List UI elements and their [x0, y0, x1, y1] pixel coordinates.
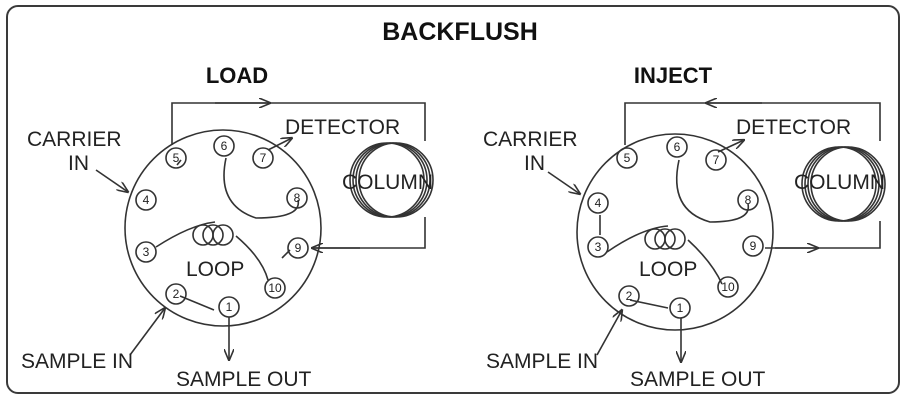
- sample-in-label: SAMPLE IN: [486, 350, 598, 373]
- port-5: 5: [616, 147, 638, 169]
- sample-in-arrow: [129, 308, 165, 356]
- column-label: COLUMN: [794, 171, 885, 194]
- svg-text:2: 2: [173, 287, 180, 301]
- valve-body: [124, 129, 322, 327]
- loop-lead-left: [606, 225, 669, 253]
- carrier-label-line2: IN: [524, 152, 545, 175]
- inject-heading: INJECT: [634, 63, 713, 88]
- valve-body: [576, 133, 774, 331]
- column-coil: [349, 142, 434, 218]
- port-2: 2: [618, 285, 640, 307]
- port-8: 8: [737, 189, 759, 211]
- carrier-label-line1: CARRIER: [27, 128, 122, 151]
- port-6: 6: [213, 135, 235, 157]
- loop-label: LOOP: [186, 258, 244, 281]
- svg-text:6: 6: [221, 139, 228, 153]
- diagram-title: BACKFLUSH: [382, 18, 538, 46]
- port-1: 1: [669, 297, 691, 319]
- port-10: 10: [264, 277, 286, 299]
- sample-loop-coil: [192, 224, 234, 246]
- sample-in-label: SAMPLE IN: [21, 350, 133, 373]
- svg-text:5: 5: [173, 151, 180, 165]
- detector-label: DETECTOR: [285, 116, 400, 139]
- port-4: 4: [135, 189, 157, 211]
- svg-text:1: 1: [677, 301, 684, 315]
- port-9: 9: [287, 237, 309, 259]
- carrier-to-column-line: [171, 102, 426, 145]
- port-4: 4: [587, 192, 609, 214]
- carrier-label-line2: IN: [68, 152, 89, 175]
- channel-6-8: [675, 159, 750, 223]
- sample-out-label: SAMPLE OUT: [630, 368, 766, 391]
- inject-panel: INJECT 1 2 3 4 5: [483, 63, 886, 391]
- port-8: 8: [286, 187, 308, 209]
- svg-text:3: 3: [143, 245, 150, 259]
- port-6: 6: [666, 136, 688, 158]
- sample-in-arrow: [596, 310, 622, 356]
- port-3: 3: [135, 241, 157, 263]
- loop-lead-left: [155, 221, 216, 248]
- svg-text:5: 5: [624, 151, 631, 165]
- detector-arrow: [267, 138, 292, 151]
- port9-to-column-line: [765, 221, 881, 249]
- svg-text:6: 6: [674, 140, 681, 154]
- carrier-in-arrow: [547, 171, 580, 194]
- port-5: 5: [165, 147, 187, 169]
- port-10: 10: [717, 276, 739, 298]
- carrier-in-arrow: [95, 169, 128, 192]
- svg-text:1: 1: [226, 300, 233, 314]
- svg-text:9: 9: [750, 239, 757, 253]
- sample-out-label: SAMPLE OUT: [176, 368, 312, 391]
- port-2: 2: [165, 283, 187, 305]
- load-heading: LOAD: [206, 63, 268, 88]
- svg-text:7: 7: [260, 151, 267, 165]
- svg-text:4: 4: [143, 193, 150, 207]
- column-coil: [801, 146, 886, 222]
- detector-label: DETECTOR: [736, 116, 851, 139]
- load-panel: LOAD: [21, 63, 434, 391]
- svg-text:4: 4: [595, 196, 602, 210]
- svg-text:9: 9: [295, 241, 302, 255]
- svg-text:10: 10: [268, 281, 282, 295]
- channel-4-5: [176, 159, 182, 166]
- svg-text:8: 8: [745, 193, 752, 207]
- svg-text:3: 3: [595, 240, 602, 254]
- loop-lead-right: [235, 235, 269, 281]
- column-to-port9-line: [315, 217, 426, 249]
- diagram-frame: [6, 5, 900, 394]
- sample-loop-coil: [644, 228, 686, 250]
- column-label: COLUMN: [342, 171, 433, 194]
- svg-text:8: 8: [294, 191, 301, 205]
- svg-text:7: 7: [713, 153, 720, 167]
- port-9: 9: [742, 235, 764, 257]
- port-7: 7: [252, 147, 274, 169]
- svg-text:2: 2: [626, 289, 633, 303]
- loop-label: LOOP: [639, 258, 697, 281]
- port-3: 3: [587, 236, 609, 258]
- channel-2-1: [629, 299, 669, 309]
- carrier-label-line1: CARRIER: [483, 128, 578, 151]
- port-1: 1: [218, 296, 240, 318]
- channel-6-8: [223, 157, 300, 219]
- detector-arrow: [717, 140, 744, 153]
- port-7: 7: [705, 149, 727, 171]
- svg-text:10: 10: [721, 280, 735, 294]
